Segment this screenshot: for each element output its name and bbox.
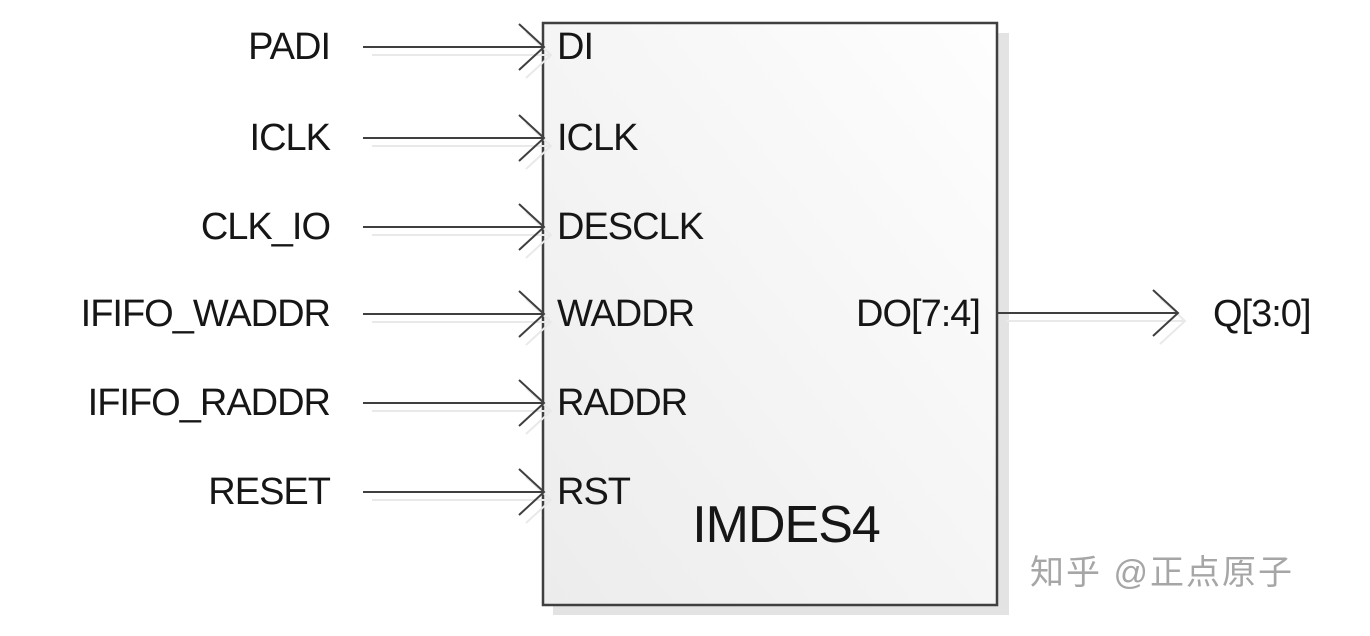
input-arrow-ififo-raddr xyxy=(363,379,546,427)
output-label-q: Q[3:0] xyxy=(1213,293,1311,335)
input-label-ififo-waddr: IFIFO_WADDR xyxy=(80,293,331,335)
arrow-shadow xyxy=(372,476,553,524)
port-label-iclk: ICLK xyxy=(557,117,638,159)
arrow-shadow xyxy=(372,387,553,435)
output-arrow-q xyxy=(998,289,1180,337)
arrow-shadow xyxy=(372,31,553,79)
input-label-iclk: ICLK xyxy=(249,117,331,159)
input-label-padi: PADI xyxy=(248,26,331,68)
port-label-di: DI xyxy=(557,26,594,68)
input-arrow-padi xyxy=(363,23,546,71)
input-arrow-ififo-waddr xyxy=(363,290,546,338)
input-label-reset: RESET xyxy=(208,471,331,513)
port-label-waddr: WADDR xyxy=(557,293,695,335)
block-title: IMDES4 xyxy=(692,496,881,554)
watermark-text: 知乎 @正点原子 xyxy=(1030,554,1294,592)
input-arrow-shadows xyxy=(372,31,553,524)
arrow-shadow xyxy=(372,211,553,259)
arrow-shadow xyxy=(372,122,553,170)
input-arrow-reset xyxy=(363,468,546,516)
imdes4-block xyxy=(541,21,999,607)
input-arrows xyxy=(363,23,546,516)
port-label-rst: RST xyxy=(557,471,631,513)
port-label-raddr: RADDR xyxy=(557,382,688,424)
input-arrow-iclk xyxy=(363,114,546,162)
arrow-shadow xyxy=(372,298,553,346)
port-label-desclk: DESCLK xyxy=(557,206,704,248)
input-label-clk-io: CLK_IO xyxy=(200,206,331,248)
input-label-ififo-raddr: IFIFO_RADDR xyxy=(87,382,331,424)
input-arrow-clk-io xyxy=(363,203,546,251)
port-label-do: DO[7:4] xyxy=(856,293,981,335)
output-arrow-shadow xyxy=(1006,297,1187,345)
